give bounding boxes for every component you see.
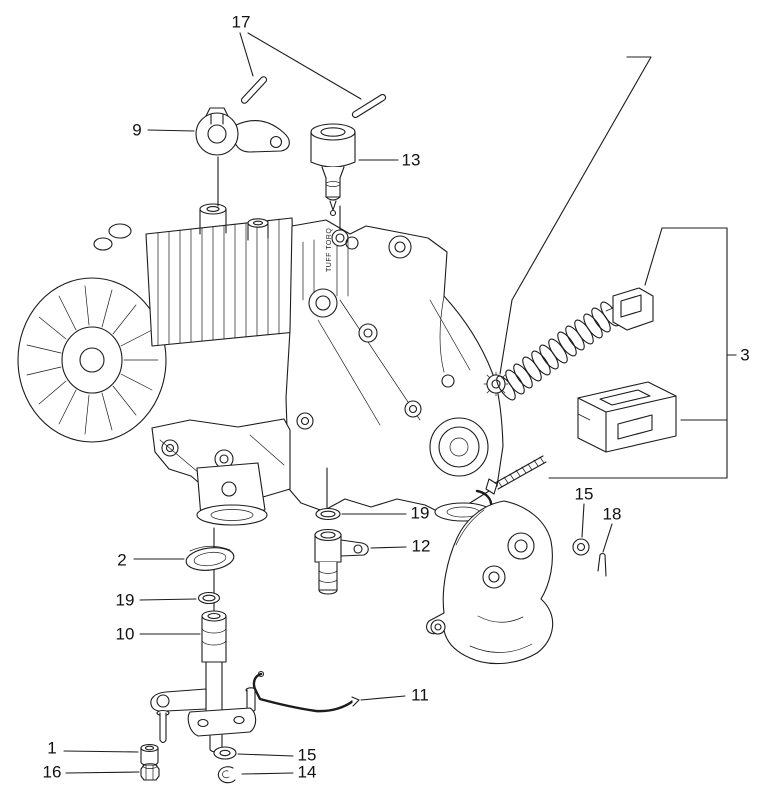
callout-16: 16	[42, 762, 62, 782]
callout-10: 10	[115, 624, 135, 644]
control-shaft-bracket	[150, 661, 257, 753]
callout-12: 12	[411, 536, 431, 556]
housing-bottom-foot	[196, 462, 268, 526]
adjust-bolt	[485, 455, 547, 495]
callout-1: 1	[47, 738, 57, 758]
part-2-cap	[185, 545, 235, 571]
callout-9: 9	[132, 120, 142, 140]
spring-seat-washer	[483, 371, 509, 397]
pin-icon	[351, 93, 387, 119]
callout-15: 15	[574, 484, 594, 504]
housing-cooling-fins	[145, 217, 297, 347]
callout-19: 19	[410, 503, 430, 523]
part-15-washer	[572, 538, 590, 556]
leader-lines	[63, 32, 737, 775]
housing-main-body: TUFF TORQ	[285, 219, 504, 522]
part-12-control-valve	[314, 528, 369, 595]
anchor-bracket	[577, 381, 677, 453]
housing-fan-shroud	[17, 277, 167, 443]
callout-3: 3	[740, 345, 750, 365]
part-19-oring-upper	[315, 507, 341, 521]
pin-icon	[240, 76, 268, 104]
part-15-washer-bottom	[213, 746, 237, 760]
part-13-trunnion-shaft	[310, 123, 356, 217]
callout-15: 15	[297, 745, 317, 765]
part-18-cotter-pin	[597, 552, 607, 577]
callout-14: 14	[297, 762, 317, 782]
transaxle-housing: TUFF TORQ	[17, 203, 504, 526]
part-16-nut	[140, 763, 160, 781]
callout-19: 19	[115, 590, 135, 610]
part-3-return-assembly	[475, 287, 677, 513]
part-11-linkage-rod	[252, 670, 360, 713]
callout-13: 13	[401, 150, 421, 170]
callout-11: 11	[411, 685, 429, 705]
housing-top-bosses	[199, 203, 269, 241]
spring-anchor-clip	[605, 287, 654, 331]
part-10-shaft	[201, 610, 227, 663]
part-17-pins	[240, 76, 387, 119]
part-9-shift-arm	[195, 107, 290, 156]
housing-marking: TUFF TORQ	[326, 228, 333, 272]
return-spring	[496, 301, 620, 401]
part-19-oring-lower	[197, 591, 221, 605]
callout-2: 2	[117, 550, 127, 570]
control-cover-plate	[426, 500, 554, 665]
part-1-bushing	[140, 743, 159, 767]
callout-18: 18	[602, 504, 622, 524]
callout-17: 17	[231, 12, 251, 32]
part-14-clip	[217, 766, 236, 784]
